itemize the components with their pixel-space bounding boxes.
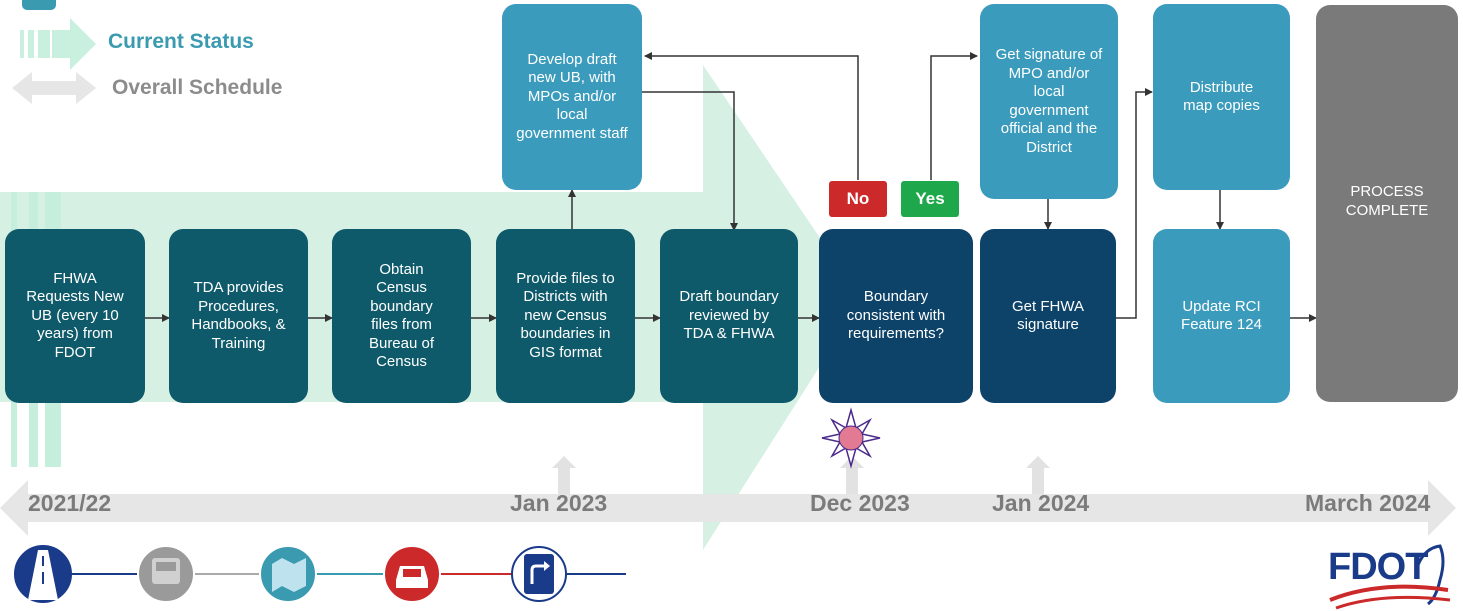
fdot-logo [1329, 544, 1451, 610]
decision-yes-tag: Yes [901, 181, 959, 217]
step-label: Draft boundary reviewed by TDA & FHWA [679, 288, 779, 343]
legend-overall-schedule: Overall Schedule [112, 76, 283, 99]
timeline-date: Dec 2023 [810, 490, 910, 516]
step-label: Obtain Census boundary files from Bureau… [368, 260, 435, 371]
step-label: FHWA Requests New UB (every 10 years) fr… [26, 269, 124, 361]
timeline-date: Jan 2023 [510, 490, 608, 516]
date-marker-arrow [1026, 456, 1050, 494]
date-marker-arrow [552, 456, 576, 494]
legend-current-arrow [20, 18, 96, 70]
date-marker-arrow [840, 456, 864, 494]
step-obtain-census: Obtain Census boundary files from Bureau… [332, 229, 471, 403]
step-fhwa-requests: FHWA Requests New UB (every 10 years) fr… [5, 229, 145, 403]
car-icon [383, 545, 441, 603]
step-label: Boundary consistent with requirements? [846, 288, 946, 343]
step-label: Get signature of MPO and/or local govern… [995, 46, 1103, 156]
timeline-date: March 2024 [1305, 490, 1431, 516]
step-update-rci: Update RCI Feature 124 [1153, 229, 1290, 403]
timeline-date: Jan 2024 [992, 490, 1090, 516]
step-label: Distribute map copies [1183, 78, 1260, 115]
step-develop-draft: Develop draft new UB, with MPOs and/or l… [502, 4, 642, 190]
step-tda-provides: TDA provides Procedures, Handbooks, & Tr… [169, 229, 308, 403]
step-label: PROCESS COMPLETE [1345, 183, 1429, 219]
fdot-logo-text: FDOT [1328, 546, 1428, 588]
truck-icon [137, 545, 195, 603]
current-marker-star [821, 407, 881, 469]
step-label: Provide files to Districts with new Cens… [516, 269, 615, 361]
step-draft-reviewed: Draft boundary reviewed by TDA & FHWA [660, 229, 798, 403]
timeline-date: 2021/22 [28, 490, 112, 516]
step-label: Get FHWA signature [1012, 297, 1084, 334]
step-provide-files: Provide files to Districts with new Cens… [496, 229, 635, 403]
legend-square [22, 0, 56, 10]
legend-current-status: Current Status [108, 30, 254, 53]
decision-no-tag: No [829, 181, 887, 217]
step-get-fhwa-signature: Get FHWA signature [980, 229, 1116, 403]
step-get-signature: Get signature of MPO and/or local govern… [980, 4, 1118, 199]
highway-icon [14, 545, 72, 603]
map-icon [259, 545, 317, 603]
timeline-arrow [0, 480, 1456, 536]
step-label: TDA provides Procedures, Handbooks, & Tr… [191, 279, 286, 352]
step-label: Update RCI Feature 124 [1181, 297, 1262, 334]
step-distribute-map: Distribute map copies [1153, 4, 1290, 190]
step-process-complete: PROCESS COMPLETE [1316, 5, 1458, 402]
step-boundary-consistent: Boundary consistent with requirements? [819, 229, 973, 403]
flow-connectors [145, 52, 1317, 322]
step-label: Develop draft new UB, with MPOs and/or l… [516, 50, 628, 142]
right-turn-only-sign-icon [511, 546, 567, 602]
legend-overall-arrow [12, 72, 96, 104]
